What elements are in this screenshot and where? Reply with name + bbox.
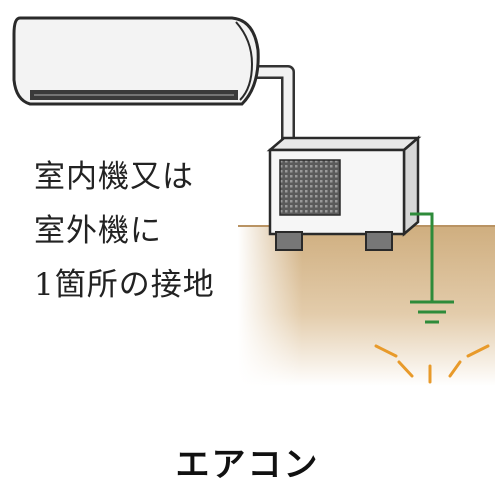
- earth-ground-symbol-icon: [410, 212, 454, 324]
- fan-grille: [279, 159, 341, 216]
- note-line-3: 1箇所の接地: [34, 267, 215, 303]
- ground-soil: [238, 225, 495, 386]
- note-line-1: 室内機又は: [34, 159, 194, 195]
- illustration-caption: エアコン: [175, 445, 320, 485]
- unit-foot-left: [275, 231, 303, 251]
- outdoor-unit-icon: [266, 135, 422, 251]
- indoor-unit-icon: [12, 16, 260, 106]
- unit-foot-right: [365, 231, 393, 251]
- note-line-2: 室外機に: [34, 213, 162, 249]
- grounding-note: 室内機又は 室外機に 1箇所の接地: [34, 150, 215, 312]
- grounding-spark-lines: [374, 344, 490, 384]
